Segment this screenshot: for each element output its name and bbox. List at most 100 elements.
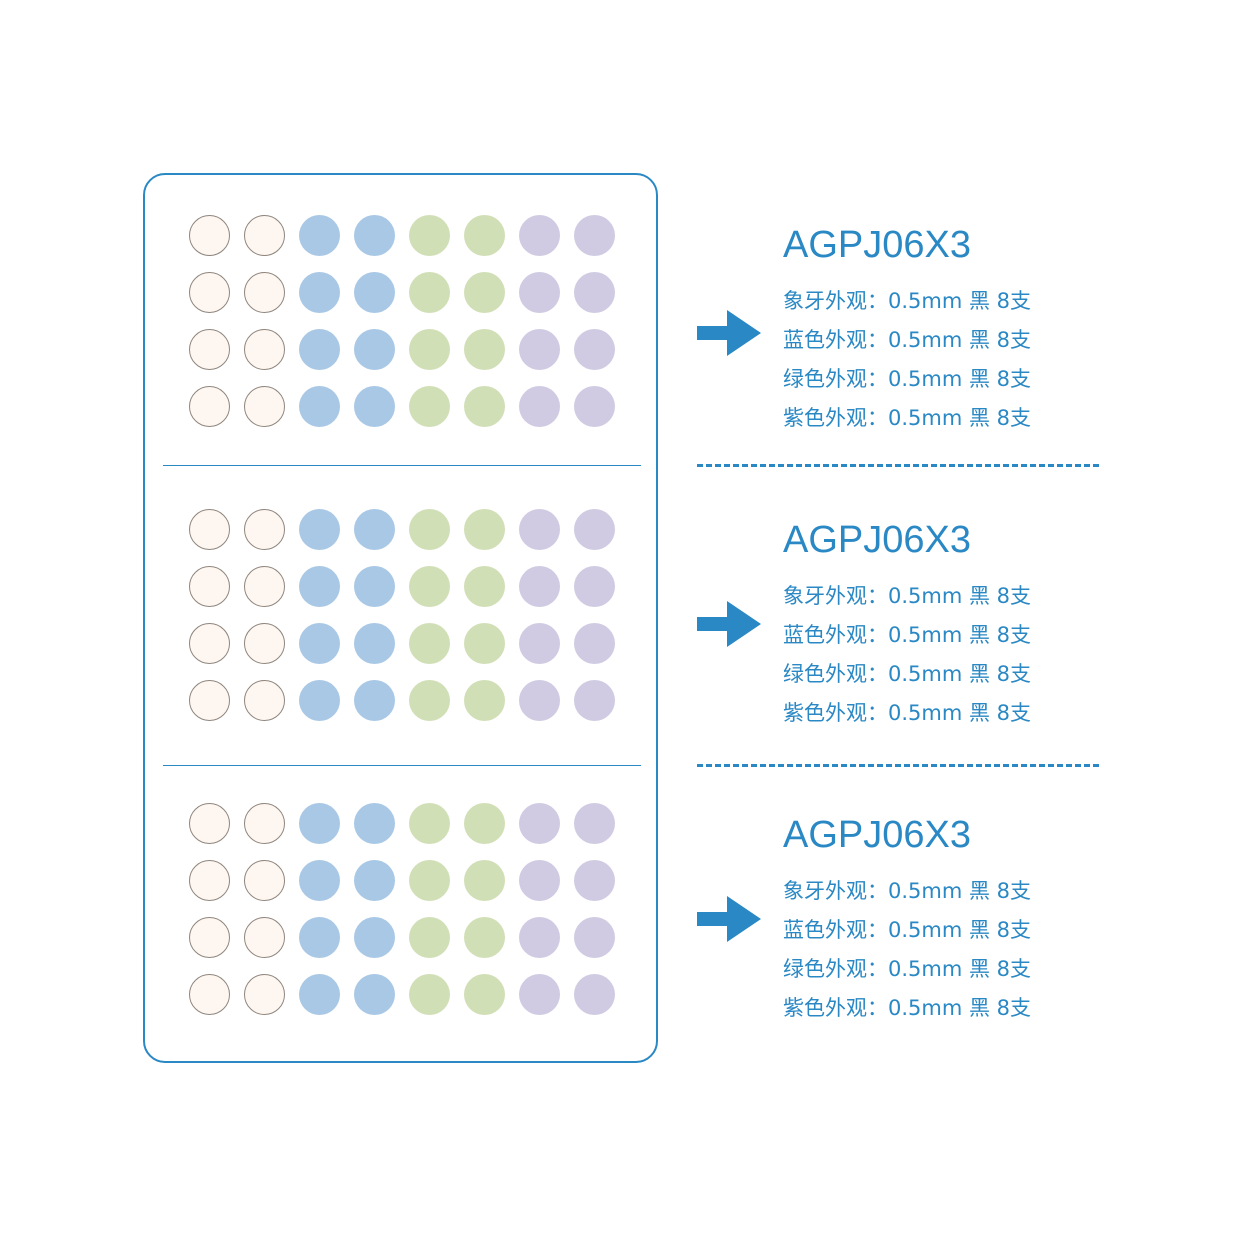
arrow-right-icon [697, 601, 761, 647]
spec-line-ivory: 象牙外观：0.5mm 黑 8支 [783, 584, 1032, 608]
box-divider-2 [163, 765, 641, 766]
ivory-pen-dot [189, 329, 230, 370]
blue-pen-dot [299, 680, 340, 721]
box-divider-1 [163, 465, 641, 466]
ivory-pen-dot [189, 509, 230, 550]
purple-pen-dot [574, 215, 615, 256]
spec-line-purple: 紫色外观：0.5mm 黑 8支 [783, 406, 1032, 430]
spec-line-blue: 蓝色外观：0.5mm 黑 8支 [783, 328, 1032, 352]
ivory-pen-dot [244, 680, 285, 721]
ivory-pen-dot [244, 566, 285, 607]
ivory-pen-dot [244, 623, 285, 664]
ivory-pen-dot [189, 623, 230, 664]
green-pen-dot [464, 917, 505, 958]
ivory-pen-dot [189, 215, 230, 256]
purple-pen-dot [519, 566, 560, 607]
green-pen-dot [464, 215, 505, 256]
spec-line-purple: 紫色外观：0.5mm 黑 8支 [783, 701, 1032, 725]
blue-pen-dot [354, 215, 395, 256]
green-pen-dot [409, 272, 450, 313]
green-pen-dot [409, 509, 450, 550]
blue-pen-dot [354, 860, 395, 901]
pen-layout-box [143, 173, 658, 1063]
model-code: AGPJ06X3 [783, 224, 971, 266]
purple-pen-dot [519, 386, 560, 427]
spec-group-3: AGPJ06X3 象牙外观：0.5mm 黑 8支 蓝色外观：0.5mm 黑 8支… [783, 816, 1031, 1028]
ivory-pen-dot [244, 917, 285, 958]
ivory-pen-dot [244, 803, 285, 844]
green-pen-dot [464, 272, 505, 313]
spec-line-purple: 紫色外观：0.5mm 黑 8支 [783, 996, 1032, 1020]
purple-pen-dot [574, 680, 615, 721]
spec-group-2: AGPJ06X3 象牙外观：0.5mm 黑 8支 蓝色外观：0.5mm 黑 8支… [783, 521, 1031, 733]
green-pen-dot [409, 974, 450, 1015]
green-pen-dot [409, 680, 450, 721]
ivory-pen-dot [189, 680, 230, 721]
spec-line-green: 绿色外观：0.5mm 黑 8支 [783, 957, 1032, 981]
ivory-pen-dot [189, 860, 230, 901]
spec-line-blue: 蓝色外观：0.5mm 黑 8支 [783, 623, 1032, 647]
arrow-right-icon [697, 896, 761, 942]
blue-pen-dot [299, 803, 340, 844]
green-pen-dot [409, 329, 450, 370]
arrow-right-icon [697, 310, 761, 356]
green-pen-dot [409, 386, 450, 427]
purple-pen-dot [574, 509, 615, 550]
ivory-pen-dot [244, 215, 285, 256]
purple-pen-dot [519, 272, 560, 313]
blue-pen-dot [299, 860, 340, 901]
purple-pen-dot [574, 566, 615, 607]
spec-line-green: 绿色外观：0.5mm 黑 8支 [783, 367, 1032, 391]
purple-pen-dot [519, 329, 560, 370]
ivory-pen-dot [189, 974, 230, 1015]
green-pen-dot [409, 860, 450, 901]
green-pen-dot [464, 386, 505, 427]
spec-group-1: AGPJ06X3 象牙外观：0.5mm 黑 8支 蓝色外观：0.5mm 黑 8支… [783, 226, 1031, 438]
purple-pen-dot [574, 329, 615, 370]
dashed-separator-2 [697, 764, 1099, 767]
dot-grid-2 [189, 509, 615, 721]
green-pen-dot [464, 329, 505, 370]
purple-pen-dot [519, 803, 560, 844]
green-pen-dot [464, 803, 505, 844]
green-pen-dot [409, 803, 450, 844]
purple-pen-dot [519, 860, 560, 901]
ivory-pen-dot [244, 509, 285, 550]
blue-pen-dot [299, 917, 340, 958]
dot-grid-1 [189, 215, 615, 427]
purple-pen-dot [519, 623, 560, 664]
purple-pen-dot [574, 860, 615, 901]
green-pen-dot [409, 566, 450, 607]
model-code: AGPJ06X3 [783, 814, 971, 856]
blue-pen-dot [354, 803, 395, 844]
ivory-pen-dot [189, 272, 230, 313]
ivory-pen-dot [189, 803, 230, 844]
blue-pen-dot [299, 566, 340, 607]
purple-pen-dot [574, 974, 615, 1015]
purple-pen-dot [519, 215, 560, 256]
purple-pen-dot [519, 917, 560, 958]
spec-line-ivory: 象牙外观：0.5mm 黑 8支 [783, 289, 1032, 313]
blue-pen-dot [354, 386, 395, 427]
purple-pen-dot [519, 680, 560, 721]
blue-pen-dot [299, 272, 340, 313]
blue-pen-dot [299, 386, 340, 427]
ivory-pen-dot [244, 974, 285, 1015]
blue-pen-dot [299, 329, 340, 370]
spec-line-blue: 蓝色外观：0.5mm 黑 8支 [783, 918, 1032, 942]
green-pen-dot [409, 623, 450, 664]
ivory-pen-dot [189, 917, 230, 958]
purple-pen-dot [574, 803, 615, 844]
purple-pen-dot [574, 386, 615, 427]
ivory-pen-dot [244, 860, 285, 901]
blue-pen-dot [354, 509, 395, 550]
blue-pen-dot [299, 623, 340, 664]
blue-pen-dot [354, 566, 395, 607]
blue-pen-dot [299, 215, 340, 256]
green-pen-dot [464, 860, 505, 901]
ivory-pen-dot [244, 386, 285, 427]
green-pen-dot [464, 509, 505, 550]
model-code: AGPJ06X3 [783, 519, 971, 561]
purple-pen-dot [574, 917, 615, 958]
blue-pen-dot [354, 917, 395, 958]
